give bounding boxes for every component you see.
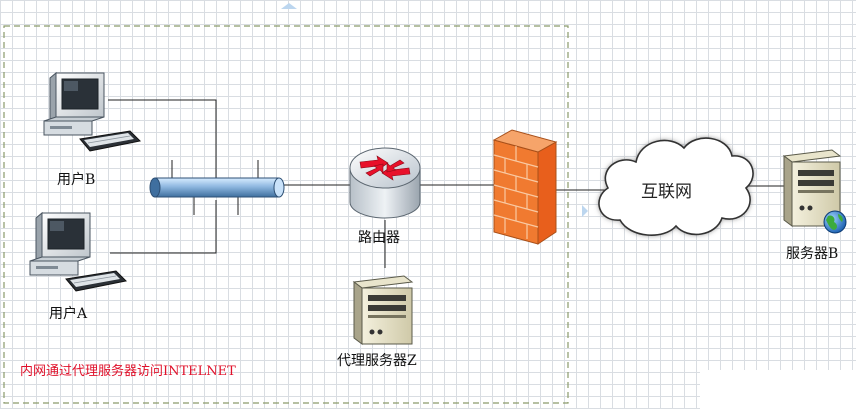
side-marker: [582, 205, 588, 217]
connections: [108, 99, 790, 268]
internet-cloud-icon: [598, 137, 754, 236]
lan-bus: [149, 160, 285, 215]
top-marker: [281, 3, 297, 9]
link-user-b: [108, 99, 217, 178]
user-a-label: 用户A: [49, 306, 88, 322]
router-icon: [349, 147, 421, 219]
proxy-server-icon: [352, 275, 414, 345]
lan-boundary: [3, 25, 569, 404]
user-b-label: 用户B: [57, 172, 96, 188]
computer-user-a-icon: [29, 211, 128, 292]
server-b-label: 服务器B: [786, 246, 839, 262]
server-b-icon: [782, 149, 847, 234]
diagram-caption: 内网通过代理服务器访问INTELNET: [20, 364, 236, 379]
firewall-icon: [492, 129, 558, 245]
internet-label: 互联网: [641, 182, 692, 202]
link-user-a: [110, 200, 217, 254]
computer-user-b-icon: [43, 71, 142, 152]
globe-icon: [823, 210, 847, 234]
router-label: 路由器: [358, 230, 400, 246]
blank-area: [700, 370, 856, 409]
proxy-server-label: 代理服务器Z: [337, 353, 417, 369]
